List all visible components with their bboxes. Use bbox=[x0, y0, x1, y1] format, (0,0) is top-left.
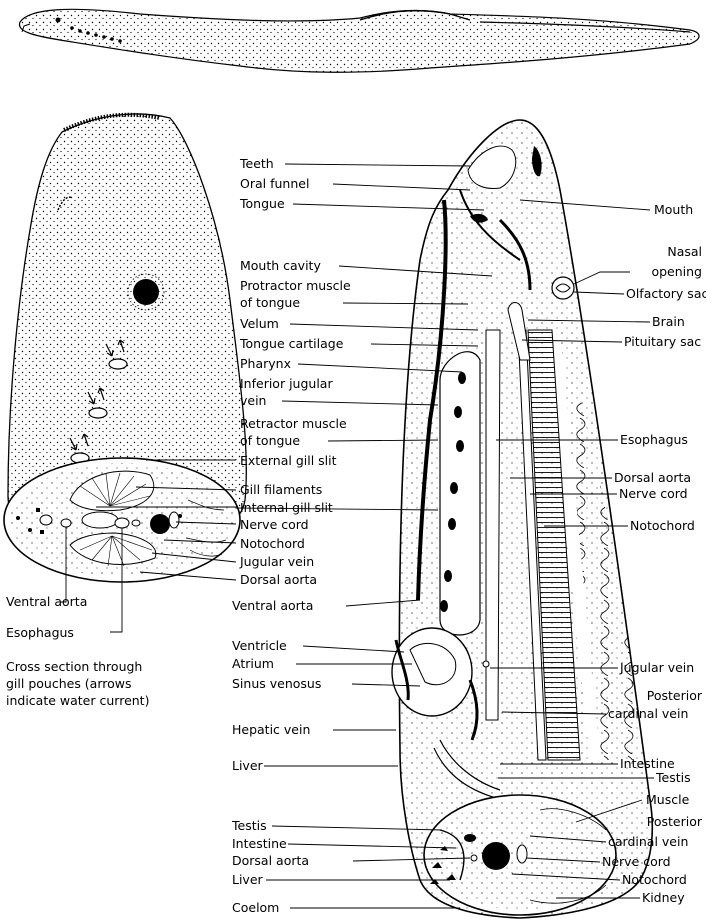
label-jugular-vein-left: Jugular vein bbox=[239, 554, 314, 569]
label-esophagus-right: Esophagus bbox=[620, 432, 688, 447]
label-dorsal-aorta-right: Dorsal aorta bbox=[614, 470, 691, 485]
label-notochord-left: Notochord bbox=[240, 536, 305, 551]
label-ventral-aorta: Ventral aorta bbox=[232, 598, 313, 613]
caption-line-1: Cross section through bbox=[6, 659, 142, 674]
head-exterior-figure bbox=[4, 114, 246, 582]
label-testis-right: Testis bbox=[655, 770, 691, 785]
label-testis-left: Testis bbox=[231, 818, 267, 833]
left-labels: Teeth Oral funnel Tongue Mouth cavity Pr… bbox=[231, 156, 351, 915]
label-tongue: Tongue bbox=[239, 196, 285, 211]
label-posterior-lower: Posterior bbox=[647, 814, 703, 829]
label-teeth: Teeth bbox=[239, 156, 274, 171]
label-cardinal-vein-lower: cardinal vein bbox=[608, 834, 688, 849]
label-dorsal-aorta-bottom: Dorsal aorta bbox=[232, 853, 309, 868]
label-cardinal-vein-upper: cardinal vein bbox=[608, 706, 688, 721]
label-esophagus-cross: Esophagus bbox=[6, 625, 74, 640]
label-nerve-cord-right: Nerve cord bbox=[619, 486, 688, 501]
label-sinus-venosus: Sinus venosus bbox=[232, 676, 321, 691]
longitudinal-section-figure bbox=[392, 120, 652, 918]
label-external-gill-slit: External gill slit bbox=[240, 453, 337, 468]
label-notochord-bottom: Notochord bbox=[622, 872, 687, 887]
label-dorsal-aorta-left: Dorsal aorta bbox=[240, 572, 317, 587]
label-nerve-cord-left: Nerve cord bbox=[240, 517, 309, 532]
label-brain: Brain bbox=[652, 314, 685, 329]
label-ventricle: Ventricle bbox=[232, 638, 287, 653]
whole-lamprey-figure bbox=[19, 9, 699, 72]
label-hepatic-vein: Hepatic vein bbox=[232, 722, 310, 737]
caption-line-3: indicate water current) bbox=[6, 693, 149, 708]
label-liver-bottom: Liver bbox=[232, 872, 264, 887]
label-atrium: Atrium bbox=[232, 656, 274, 671]
label-retractor-muscle: Retractor muscle bbox=[240, 416, 347, 431]
label-internal-gill-slit: Internal gill slit bbox=[240, 500, 333, 515]
label-oral-funnel: Oral funnel bbox=[240, 176, 309, 191]
label-protractor-of-tongue: of tongue bbox=[240, 295, 300, 310]
label-protractor-muscle: Protractor muscle bbox=[240, 278, 351, 293]
label-liver-upper: Liver bbox=[232, 758, 264, 773]
label-muscle: Muscle bbox=[646, 792, 690, 807]
label-retractor-of-tongue: of tongue bbox=[240, 433, 300, 448]
caption-line-2: gill pouches (arrows bbox=[6, 676, 132, 691]
label-nerve-cord-bottom: Nerve cord bbox=[602, 854, 671, 869]
label-olfactory-sac: Olfactory sac bbox=[626, 286, 706, 301]
label-nasal: Nasal bbox=[667, 244, 702, 259]
label-ventral-aorta-cross: Ventral aorta bbox=[6, 594, 87, 609]
label-mouth: Mouth bbox=[654, 202, 693, 217]
label-coelom: Coelom bbox=[232, 900, 279, 915]
label-inferior-jugular: Inferior jugular bbox=[240, 376, 333, 391]
label-intestine-left: Intestine bbox=[232, 836, 287, 851]
label-notochord-right: Notochord bbox=[630, 518, 695, 533]
label-posterior-upper: Posterior bbox=[647, 688, 703, 703]
label-nasal-opening: opening bbox=[651, 264, 702, 279]
label-gill-filaments: Gill filaments bbox=[240, 482, 322, 497]
label-mouth-cavity: Mouth cavity bbox=[240, 258, 321, 273]
label-pituitary-sac: Pituitary sac bbox=[624, 334, 701, 349]
label-inferior-jugular-vein: vein bbox=[240, 393, 266, 408]
label-intestine-right: Intestine bbox=[620, 756, 675, 771]
label-tongue-cartilage: Tongue cartilage bbox=[239, 336, 344, 351]
label-pharynx: Pharynx bbox=[240, 356, 291, 371]
label-kidney: Kidney bbox=[642, 890, 685, 905]
label-velum: Velum bbox=[240, 316, 279, 331]
cross-section-caption: Cross section through gill pouches (arro… bbox=[6, 659, 149, 708]
label-jugular-vein-right: Jugular vein bbox=[619, 660, 694, 675]
cross-section-labels: Ventral aorta Esophagus bbox=[6, 594, 87, 640]
